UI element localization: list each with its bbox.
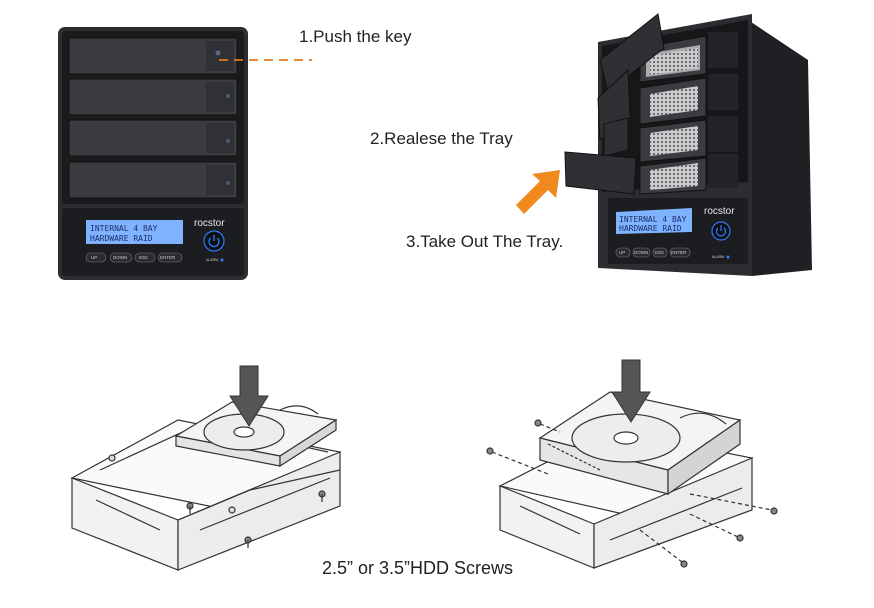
brand-logo: rocstor (194, 218, 225, 229)
power-icon (711, 221, 731, 241)
panel-button-down: DOWN (634, 250, 648, 255)
screw-icon (770, 507, 778, 515)
screw-icon (736, 534, 744, 542)
brand-logo: rocstor (704, 206, 735, 217)
drive-bay-3 (68, 119, 238, 157)
panel-button-esc: ESC (655, 250, 665, 255)
screw-icon (318, 490, 326, 502)
screw-icon (186, 502, 194, 514)
screw-icon (244, 536, 252, 548)
panel-button-enter: ENTER (160, 255, 176, 260)
lcd-display (86, 220, 183, 244)
panel-button-up: UP (619, 250, 625, 255)
down-arrow-icon (229, 365, 269, 427)
enclosure-front-view: INTERNAL 4 BAY HARDWARE RAID rocstor ALA… (58, 27, 248, 280)
drive-bay-1 (68, 37, 238, 75)
panel-button-esc: ESC (139, 255, 149, 260)
enclosure-angled-view: INTERNAL 4 BAY HARDWARE RAID rocstor ALA… (564, 13, 812, 276)
drive-bay-4-open (564, 151, 738, 195)
tray-handle-open (599, 13, 665, 93)
hdd-tray-install-left (70, 401, 342, 571)
key-lock-icon (226, 181, 230, 185)
down-arrow-icon (611, 359, 651, 423)
step-push-key-label: 1.Push the key (299, 27, 412, 46)
lcd-display (616, 208, 692, 234)
alarm-led (726, 255, 730, 259)
hdd-screws-label: 2.5” or 3.5”HDD Screws (322, 558, 514, 578)
step-take-out-label: 3.Take Out The Tray. (406, 232, 564, 251)
panel-button-up: UP (91, 255, 97, 260)
drive-bay-2 (68, 78, 238, 116)
screw-icon (486, 447, 494, 455)
drive-bay-3-open (603, 116, 738, 163)
drive-bay-1-open (599, 13, 738, 93)
panel-buttons: UP DOWN ESC ENTER (85, 252, 183, 263)
screw-icon (680, 560, 688, 568)
tray-handle-pulled (564, 151, 637, 195)
power-icon (203, 230, 225, 252)
hdd-tray-install-right (486, 391, 778, 569)
drive-bay-4 (68, 161, 238, 199)
alarm-label: ALARM (206, 258, 218, 262)
key-lock-icon (226, 94, 230, 98)
key-lock-icon (215, 50, 221, 56)
panel-buttons: UP DOWN ESC ENTER (615, 247, 691, 258)
orange-arrow-icon (516, 170, 560, 214)
alarm-led (220, 258, 224, 262)
key-lock-icon (226, 139, 230, 143)
step-release-tray-label: 2.Realese the Tray (370, 129, 513, 148)
screw-icon (534, 419, 542, 427)
lcd-line-1: INTERNAL 4 BAY (90, 224, 158, 233)
panel-button-enter: ENTER (671, 250, 687, 255)
lcd-line-2: HARDWARE RAID (90, 234, 153, 243)
lcd-line-1: INTERNAL 4 BAY (619, 215, 687, 224)
alarm-label: ALARM (712, 255, 724, 259)
panel-button-down: DOWN (113, 255, 127, 260)
lcd-line-2: HARDWARE RAID (619, 224, 682, 233)
